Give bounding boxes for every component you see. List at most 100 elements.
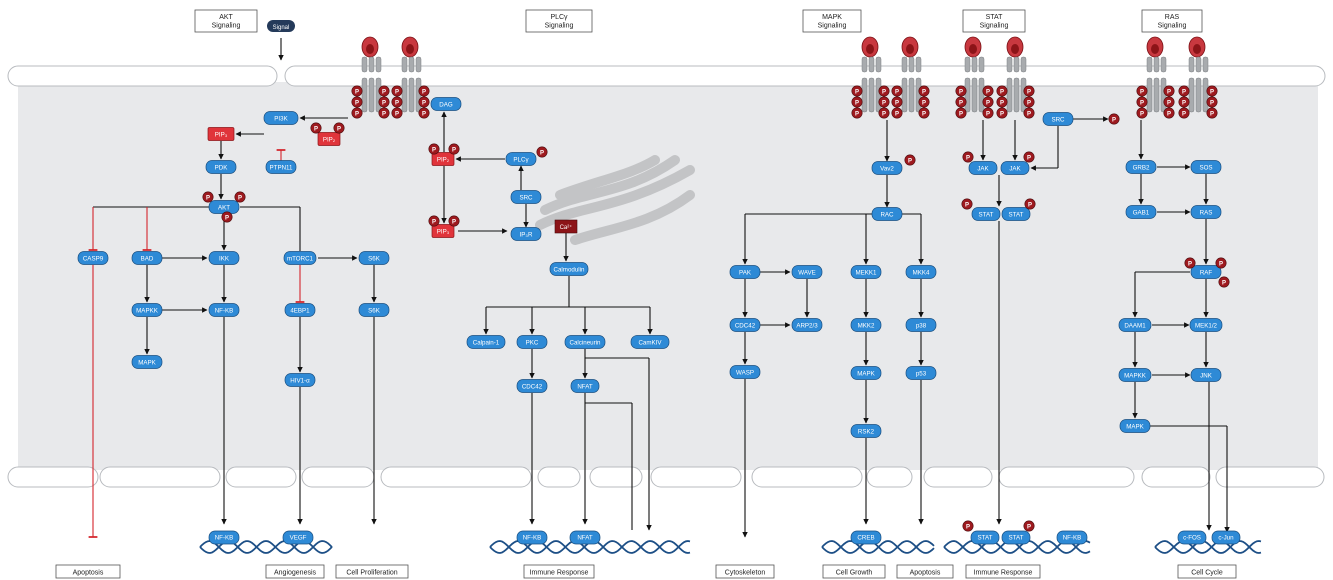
outcome-label: Apoptosis (73, 570, 104, 577)
node-p53: p53 (905, 366, 937, 380)
phosphate-group: P (918, 107, 930, 119)
phosphate-label: P (395, 111, 399, 117)
phosphate-label: P (1182, 100, 1186, 106)
node-calpain: Calpain-1 (466, 335, 506, 349)
phosphate-group: P (962, 520, 974, 532)
phosphate-label: P (432, 147, 436, 153)
signal-badge: Signal (267, 20, 295, 32)
node-sos: SOS (1190, 160, 1222, 174)
node-pdk: PDK (205, 160, 237, 174)
phosphate-group: P (962, 151, 974, 163)
header-plc-line-0: PLCγ (550, 14, 568, 21)
phosphate-label: P (382, 100, 386, 106)
nuclear-membrane-segment (301, 466, 375, 488)
outcome-label: Immune Response (530, 570, 589, 577)
node-akt-label: AKT (218, 204, 230, 211)
node-pdk-label: PDK (215, 164, 229, 171)
phosphate-label: P (1167, 111, 1171, 117)
node-mapk-r: MAPK (1119, 419, 1151, 433)
cytoplasm-region (18, 82, 1318, 470)
node-stat-r-label: STAT (1009, 211, 1024, 218)
header-ras-line-1: Signaling (1158, 23, 1187, 30)
node-pak: PAK (729, 265, 761, 279)
node-bad-label: BAD (141, 255, 154, 262)
phosphate-label: P (314, 126, 318, 132)
phosphate-label: P (922, 100, 926, 106)
phosphate-label: P (966, 155, 970, 161)
phosphate-label: P (965, 202, 969, 208)
phosphate-group: P (391, 85, 403, 97)
node-mkk2-label: MKK2 (858, 322, 875, 329)
node-hiv1a-label: HIV1-α (290, 377, 310, 384)
phosphate-label: P (986, 89, 990, 95)
node-pip3-plc-label: PIP₃ (437, 228, 450, 235)
phosphate-label: P (337, 126, 341, 132)
phosphate-group: P (1206, 96, 1218, 108)
phosphate-group: P (878, 107, 890, 119)
node-mapk-r-label: MAPK (1126, 423, 1144, 430)
nuclear-membrane-segment (751, 466, 863, 488)
phosphate-label: P (922, 89, 926, 95)
node-pi3k-label: PI3K (274, 115, 288, 122)
phosphate-group: P (221, 211, 233, 223)
phosphate-label: P (1027, 155, 1031, 161)
node-mek12: MEK1/2 (1189, 318, 1223, 332)
phosphate-group: P (1178, 85, 1190, 97)
outcome-label: Cytoskeleton (725, 570, 766, 577)
phosphate-group: P (1178, 96, 1190, 108)
phosphate-label: P (922, 111, 926, 117)
phosphate-label: P (1210, 111, 1214, 117)
phosphate-group: P (378, 96, 390, 108)
phosphate-group: P (982, 107, 994, 119)
phosphate-label: P (355, 89, 359, 95)
phosphate-label: P (986, 100, 990, 106)
phosphate-group: P (234, 191, 246, 203)
phosphate-group: P (536, 146, 548, 158)
nuclear-membrane-segment (923, 466, 993, 488)
phosphate-label: P (1027, 100, 1031, 106)
phosphate-label: P (452, 219, 456, 225)
phosphate-label: P (432, 219, 436, 225)
node-s6k-b: S6K (358, 303, 390, 317)
header-akt-line-0: AKT (219, 14, 233, 21)
node-calcineurin: Calcineurin (564, 335, 606, 349)
phosphate-label: P (452, 147, 456, 153)
node-s6k-a-label: S6K (368, 255, 381, 262)
phosphate-group: P (1136, 85, 1148, 97)
phosphate-group: P (1108, 113, 1120, 125)
phosphate-label: P (1027, 89, 1031, 95)
nuclear-membrane (7, 466, 1325, 488)
dna-factor-nfkb-dna3: NF-KB (1056, 530, 1088, 545)
node-wave-label: WAVE (798, 269, 816, 276)
dna-factor-label: c-FOS (1183, 535, 1201, 542)
phosphate-label: P (1182, 111, 1186, 117)
node-jak-r-label: JAK (1009, 165, 1021, 172)
phosphate-group: P (982, 96, 994, 108)
node-mkk4-label: MKK4 (913, 269, 930, 276)
phosphate-label: P (1112, 117, 1116, 123)
node-ip3r-label: IP₃R (520, 231, 533, 238)
phosphate-group: P (982, 85, 994, 97)
phosphate-group: P (333, 122, 345, 134)
node-wasp-label: WASP (736, 369, 754, 376)
receptor (901, 36, 922, 113)
node-arp23: ARP2/3 (791, 318, 823, 332)
phosphate-label: P (355, 111, 359, 117)
node-casp9: CASP9 (77, 251, 109, 265)
phosphate-group: P (418, 85, 430, 97)
dna-factor-stat-dna2: STAT (1001, 530, 1031, 545)
phosphate-group: P (891, 85, 903, 97)
phosphate-label: P (206, 195, 210, 201)
phosphate-group: P (202, 191, 214, 203)
node-camkiv-label: CamKIV (638, 339, 662, 346)
node-bad: BAD (131, 251, 163, 265)
phosphate-group: P (391, 107, 403, 119)
node-wasp: WASP (729, 365, 761, 379)
node-jak-l-label: JAK (977, 165, 989, 172)
node-ebp1-label: 4EBP1 (290, 307, 310, 314)
receptor (1188, 36, 1209, 113)
